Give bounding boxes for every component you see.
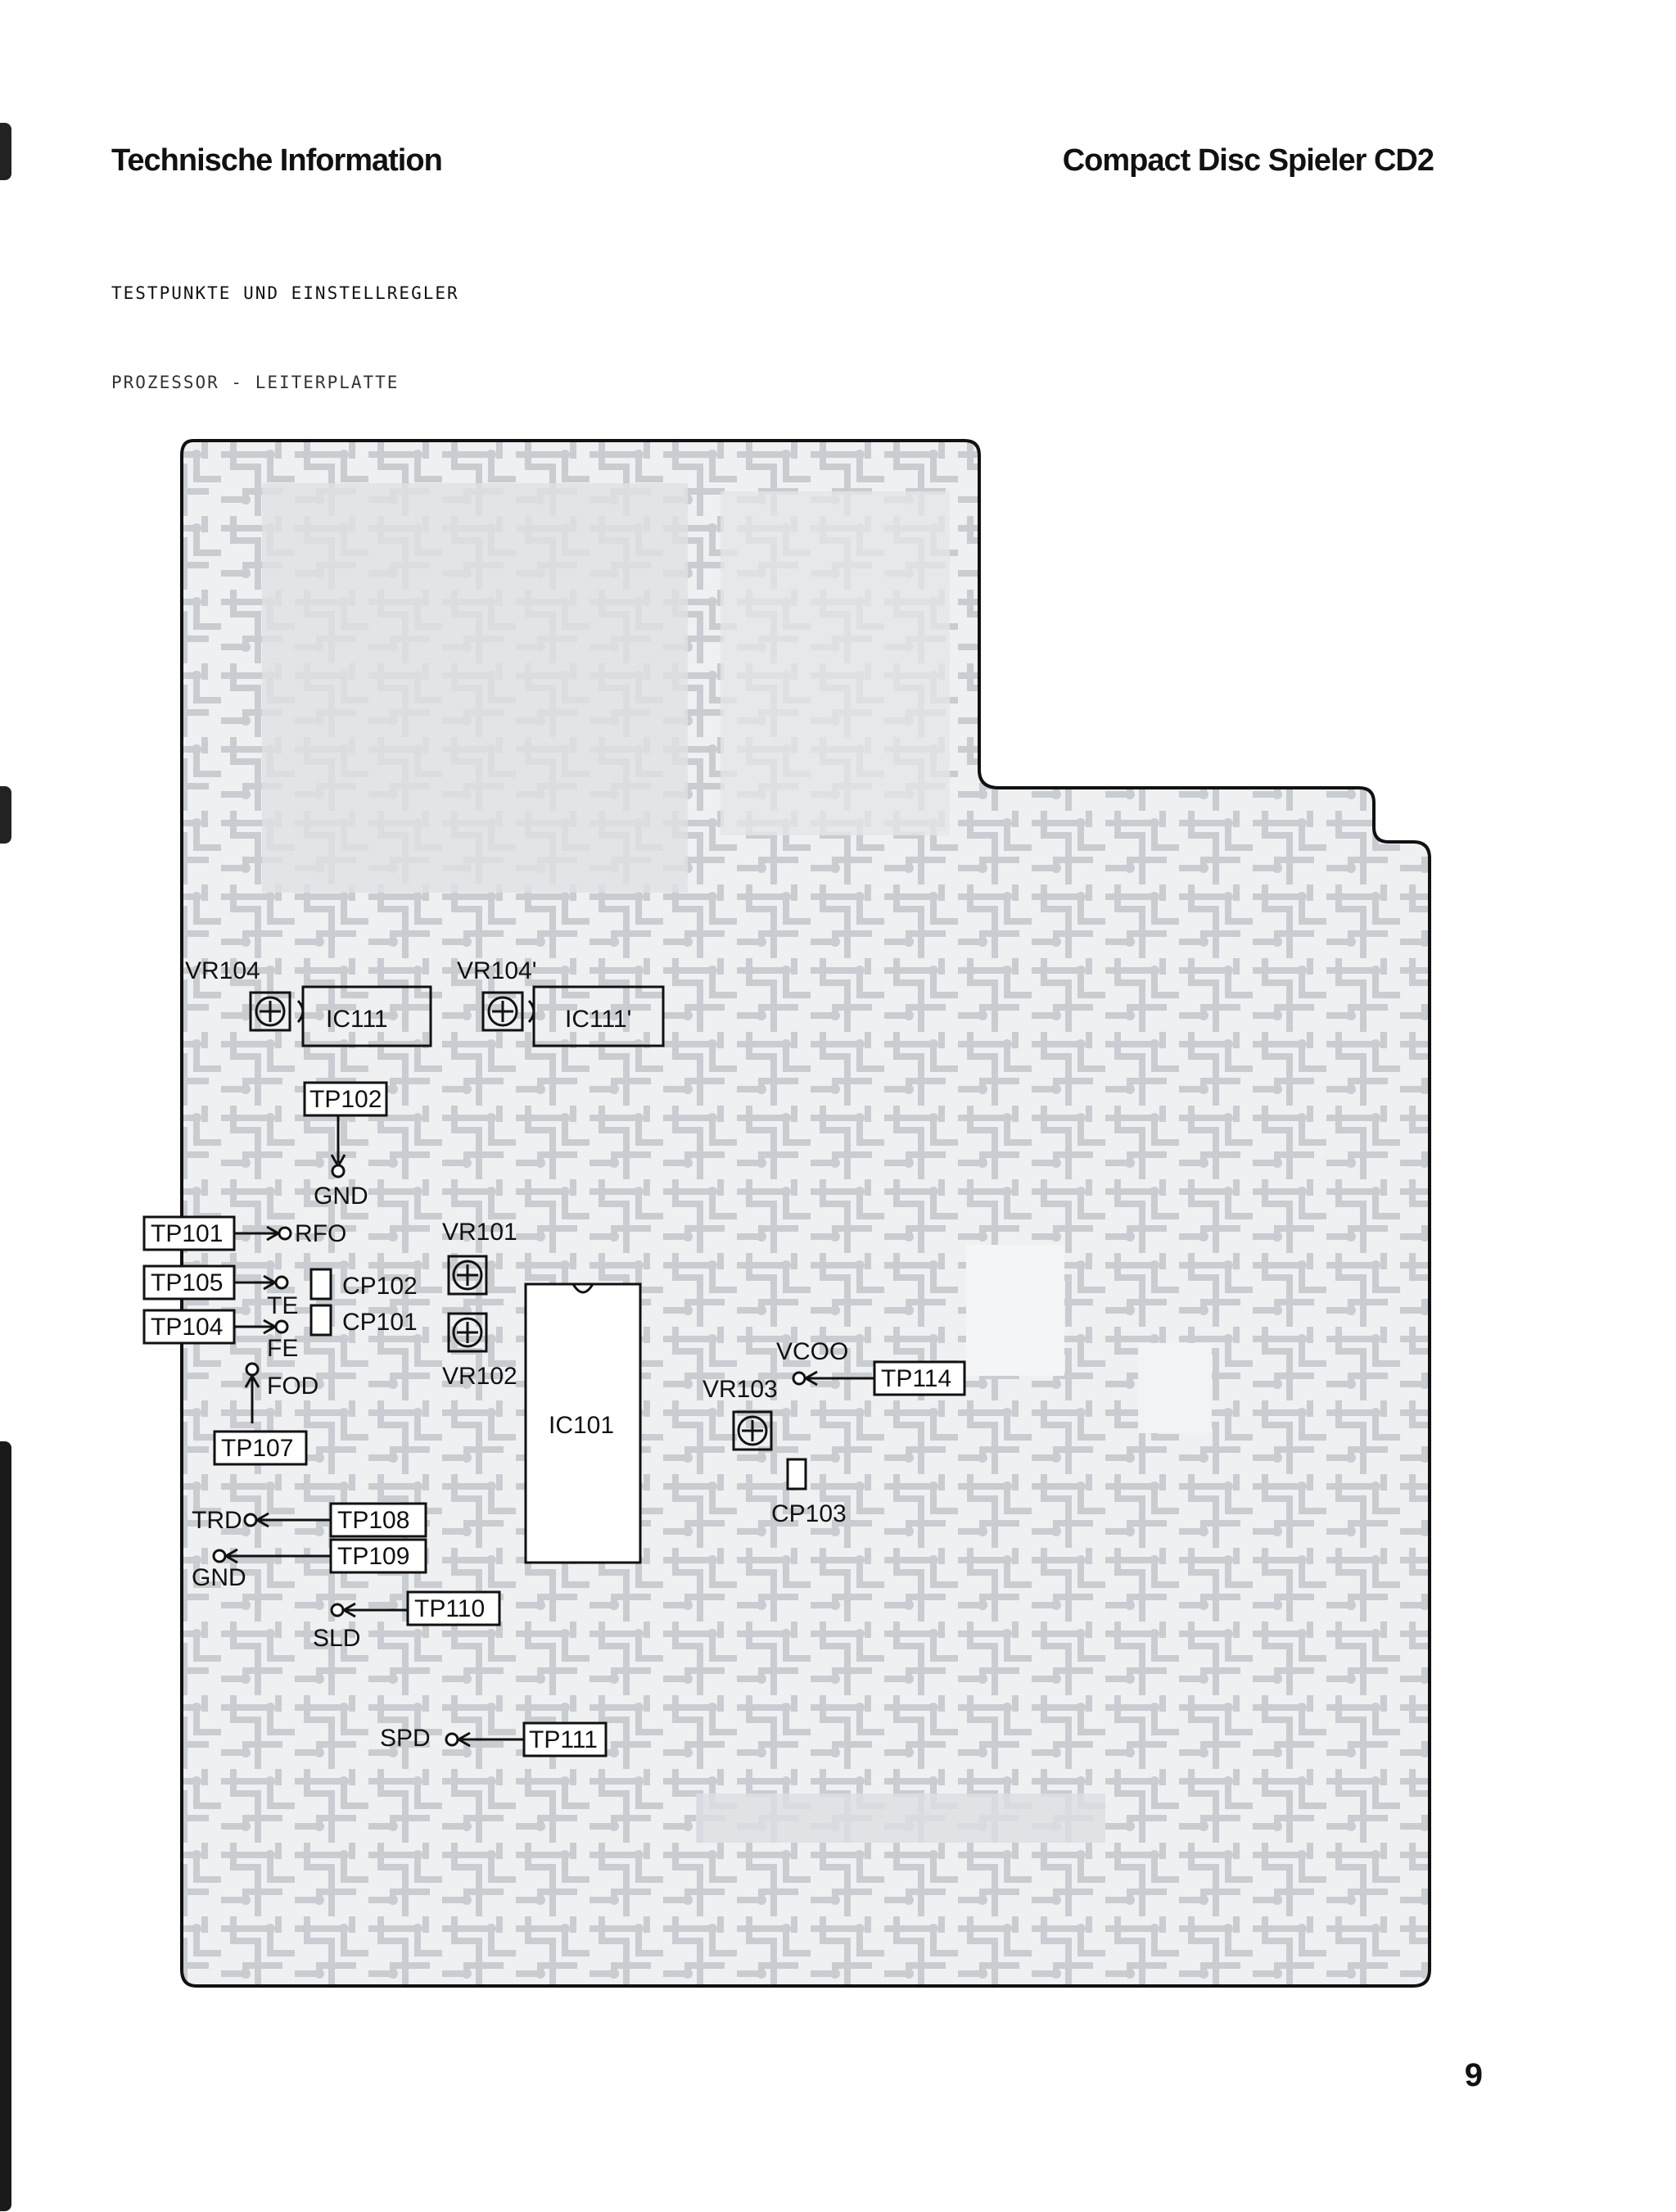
vr102-label: VR102 bbox=[442, 1363, 517, 1390]
ic101-label: IC101 bbox=[549, 1412, 614, 1439]
fe-label: FE bbox=[267, 1335, 298, 1362]
tp108-testpoint[interactable] bbox=[329, 1502, 427, 1538]
tp104-testpoint[interactable] bbox=[142, 1309, 236, 1345]
vcoo-label: VCOO bbox=[776, 1338, 848, 1365]
vr103-trimmer[interactable] bbox=[732, 1410, 773, 1451]
cp101-label: CP101 bbox=[342, 1309, 418, 1336]
tp107-testpoint[interactable] bbox=[213, 1430, 308, 1466]
sld-label: SLD bbox=[313, 1625, 360, 1652]
vr104-label: VR104 bbox=[185, 957, 260, 984]
trd-label: TRD bbox=[192, 1507, 242, 1534]
te-label: TE bbox=[267, 1292, 298, 1319]
cp101-pad bbox=[309, 1304, 332, 1337]
vr101-trimmer[interactable] bbox=[447, 1255, 488, 1296]
vr102-trimmer[interactable] bbox=[447, 1312, 488, 1353]
tp102-label: TP102 bbox=[309, 1086, 382, 1113]
gnd-bottom-label: GND bbox=[192, 1564, 246, 1591]
header-title: Technische Information bbox=[111, 143, 443, 178]
subsection-title: PROZESSOR - LEITERPLATTE bbox=[111, 373, 400, 392]
tp109-testpoint[interactable] bbox=[329, 1538, 427, 1574]
fod-label: FOD bbox=[267, 1373, 318, 1400]
cp102-pad bbox=[309, 1268, 332, 1301]
vr103-label: VR103 bbox=[702, 1376, 778, 1403]
vr101-label: VR101 bbox=[442, 1219, 517, 1246]
tp114-testpoint[interactable] bbox=[873, 1360, 966, 1396]
spd-label: SPD bbox=[380, 1725, 431, 1752]
page-number: 9 bbox=[1464, 2057, 1483, 2093]
tp105-testpoint[interactable] bbox=[142, 1264, 236, 1301]
tp109-label: TP109 bbox=[337, 1543, 409, 1570]
ic101-chip bbox=[524, 1282, 642, 1564]
binding-edge-mark bbox=[0, 123, 11, 180]
cp103-label: CP103 bbox=[771, 1500, 847, 1527]
binding-edge-mark bbox=[0, 786, 11, 844]
binding-edge-shadow bbox=[0, 1441, 11, 2211]
tp102-testpoint[interactable] bbox=[303, 1081, 388, 1117]
gnd-top-label: GND bbox=[314, 1183, 368, 1210]
ic111-chip bbox=[301, 985, 432, 1047]
vr104b-trimmer[interactable] bbox=[481, 991, 524, 1032]
ic111b-label: IC111' bbox=[565, 1006, 631, 1033]
tp107-label: TP107 bbox=[221, 1435, 293, 1462]
tp114-label: TP114 bbox=[881, 1365, 951, 1392]
tp108-label: TP108 bbox=[337, 1507, 409, 1534]
tp111-label: TP111 bbox=[529, 1726, 598, 1753]
vr104b-label: VR104' bbox=[457, 957, 536, 984]
ic111b-chip bbox=[532, 985, 665, 1047]
rfo-label: RFO bbox=[295, 1220, 346, 1247]
ic111-label: IC111 bbox=[326, 1006, 388, 1033]
tp104-label: TP104 bbox=[151, 1314, 223, 1341]
tp101-label: TP101 bbox=[151, 1220, 223, 1247]
tp105-label: TP105 bbox=[151, 1269, 223, 1296]
tp111-testpoint[interactable] bbox=[522, 1721, 608, 1757]
tp110-testpoint[interactable] bbox=[406, 1590, 501, 1626]
cp103-pad bbox=[786, 1458, 807, 1490]
vr104-trimmer[interactable] bbox=[249, 991, 291, 1032]
tp110-label: TP110 bbox=[414, 1595, 485, 1622]
section-title: TESTPUNKTE UND EINSTELLREGLER bbox=[111, 283, 459, 303]
tp101-testpoint[interactable] bbox=[142, 1215, 236, 1251]
header-product: Compact Disc Spieler CD2 bbox=[1062, 143, 1434, 178]
cp102-label: CP102 bbox=[342, 1273, 418, 1300]
